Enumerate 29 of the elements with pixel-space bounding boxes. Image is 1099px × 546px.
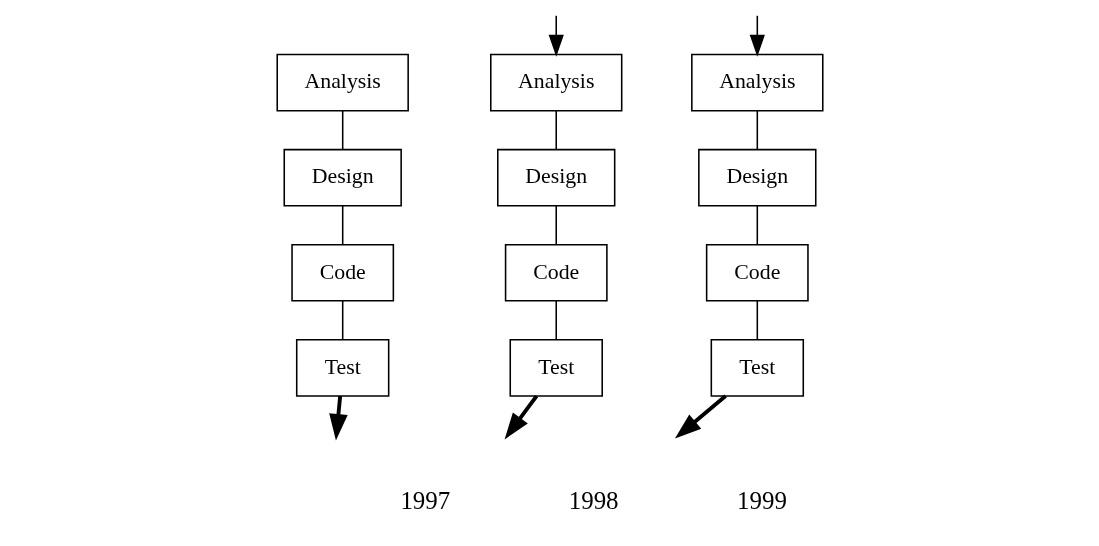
connector [756, 300, 758, 341]
node-box: Analysis [489, 53, 622, 112]
connector [554, 110, 557, 151]
node-box: Code [290, 243, 394, 302]
label: 1997 [399, 487, 450, 515]
node-box: Design [496, 148, 615, 207]
label: 1999 [736, 487, 787, 515]
arrow [548, 15, 564, 57]
connector [341, 110, 343, 151]
arrow [504, 394, 538, 440]
arrow [749, 15, 765, 57]
connector [341, 300, 343, 341]
node-box: Test [295, 339, 389, 397]
connector [554, 300, 557, 341]
node-box: Design [282, 148, 402, 207]
connector [756, 205, 758, 246]
node-box: Test [710, 339, 804, 397]
node-box: Analysis [275, 53, 409, 112]
arrow [674, 394, 727, 439]
connector [756, 110, 758, 151]
label: 1998 [568, 487, 619, 515]
arrow [328, 395, 348, 441]
node-box: Code [705, 243, 809, 302]
node-box: Code [504, 243, 608, 302]
connector [554, 205, 557, 246]
node-box: Test [508, 339, 603, 397]
connector [341, 205, 343, 246]
node-box: Design [697, 148, 817, 207]
node-box: Analysis [690, 53, 824, 112]
